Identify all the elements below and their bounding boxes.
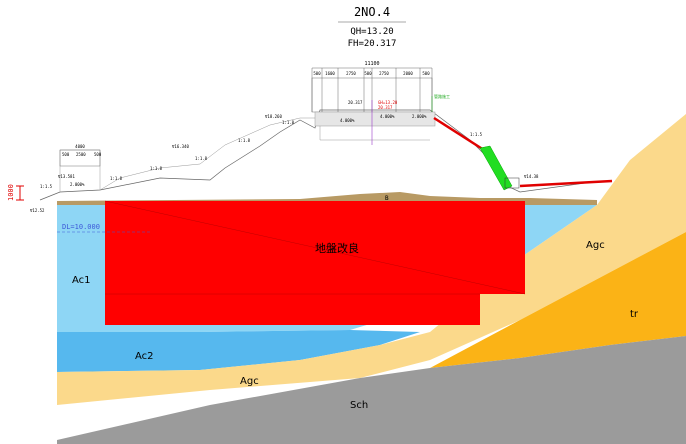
design-mark-red-2: 20.317 [378, 105, 393, 110]
slope-3: 1:1.8 [150, 166, 163, 171]
grade-3: 4.000% [380, 114, 395, 119]
dim-seg-6: 2000 [403, 71, 413, 76]
elev-2: ∇16.340 [171, 144, 189, 149]
grade-4: 2.000% [412, 114, 427, 119]
design-mark-red-1: GH=13.20 [378, 100, 398, 105]
section-id: 2NO.4 [354, 5, 390, 19]
dim-seg-5: 2750 [379, 71, 389, 76]
slope-6: 1:1.8 [282, 120, 295, 125]
slope-5: 1:1.8 [238, 138, 251, 143]
elev-4: 20.317 [348, 100, 363, 105]
slope-4: 1:1.8 [195, 156, 208, 161]
drain-structure [479, 145, 513, 191]
grade-2: 4.000% [340, 118, 355, 123]
slope-7: 1:1.5 [470, 132, 483, 137]
dim-left-sub-3: 500 [94, 152, 102, 157]
design-mark-green: 管路施工 [434, 93, 450, 99]
dim-seg-3: 2750 [346, 71, 356, 76]
dim-seg-1: 500 [313, 71, 321, 76]
sch-layer [57, 336, 686, 444]
ac2-layer [57, 330, 420, 372]
drain-box [504, 177, 520, 189]
stratum-sch: Sch [350, 400, 368, 411]
stratum-tr: tr [630, 309, 639, 320]
dim-total: 11100 [364, 61, 379, 67]
drain-pipe-lower [519, 179, 613, 188]
improvement-diagonal [104, 200, 526, 295]
elev-6: ∇12.52 [29, 208, 45, 213]
dim-seg-7: 500 [422, 71, 430, 76]
elev-5: ∇14.38 [523, 174, 539, 179]
elev-3: ∇18.260 [264, 114, 282, 119]
berm-block-1 [59, 149, 101, 167]
dl-label: DL=10.000 [62, 223, 100, 231]
stratum-ac1: Ac1 [72, 275, 91, 286]
improvement-label: 地盤改良 [315, 241, 359, 255]
left-elev-label: 1000 [7, 184, 15, 201]
drain-pipe-upper [433, 116, 485, 152]
ground-improvement-block [105, 201, 525, 325]
slope-2: 1:1.8 [110, 176, 123, 181]
qh-value: QH=13.20 [350, 27, 393, 37]
dim-seg-4: 500 [364, 71, 372, 76]
dim-left-berm: 4000 [75, 144, 85, 149]
dim-seg-2: 1600 [325, 71, 335, 76]
dim-left-sub-1: 500 [62, 152, 70, 157]
stratum-agc-right: Agc [586, 240, 605, 251]
grade-1: 2.000% [70, 182, 85, 187]
dim-left-sub-2: 2500 [76, 152, 86, 157]
fh-value: FH=20.317 [348, 39, 397, 49]
slope-1: 1:1.5 [40, 184, 53, 189]
tr-layer [430, 232, 686, 368]
stratum-agc-left: Agc [240, 376, 259, 387]
elev-1: ∇13.581 [57, 174, 75, 179]
small-marker: B [385, 195, 389, 202]
agc-layer [57, 114, 686, 405]
stratum-ac2: Ac2 [135, 351, 154, 362]
